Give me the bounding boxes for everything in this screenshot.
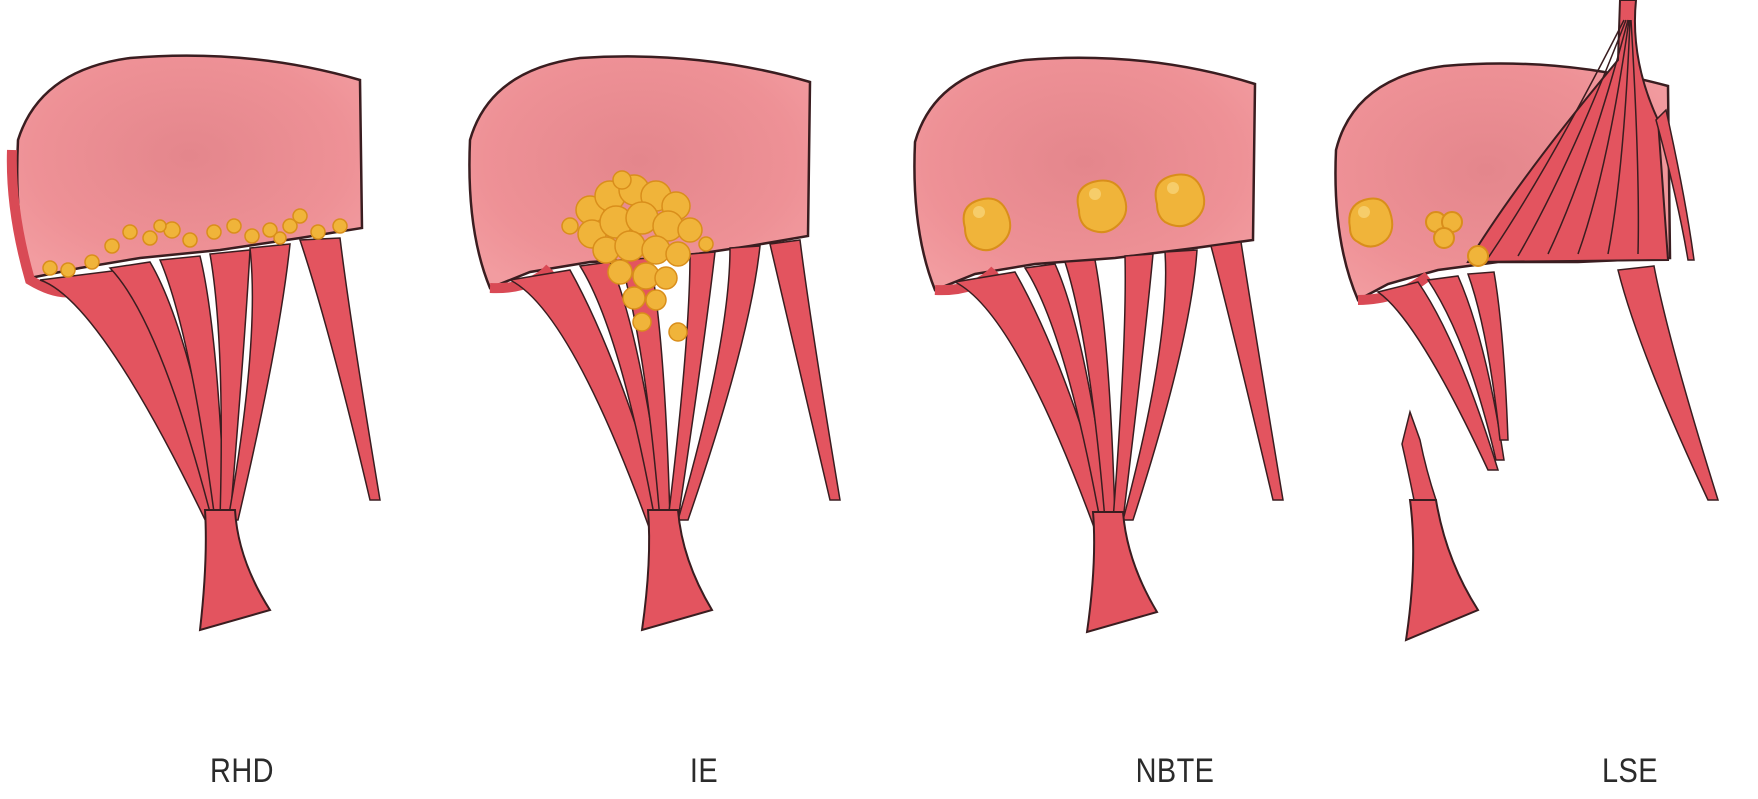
rhd-valve-illustration: [0, 0, 440, 799]
valve-leaflet: [914, 58, 1255, 290]
chordae-tendineae-lower: [1378, 266, 1718, 500]
ie-valve-illustration: [450, 0, 890, 799]
ruptured-chord-stub: [1402, 412, 1436, 500]
panel-nbte: NBTE: [895, 0, 1335, 799]
nbte-valve-illustration: [895, 0, 1335, 799]
papillary-muscle: [642, 510, 712, 630]
papillary-muscle: [1406, 500, 1478, 640]
panel-ie: IE: [450, 0, 890, 799]
vegetation-highlights: [1358, 206, 1370, 218]
label-nbte: NBTE: [1107, 752, 1243, 791]
papillary-muscle: [200, 510, 270, 630]
chordae-tendineae: [955, 242, 1283, 530]
label-ie: IE: [636, 752, 772, 791]
label-rhd: RHD: [174, 752, 310, 791]
chordae-tendineae: [40, 238, 380, 530]
label-lse: LSE: [1562, 752, 1698, 791]
panel-lse: LSE: [1318, 0, 1758, 799]
panel-rhd: RHD: [0, 0, 440, 799]
papillary-muscle: [1087, 512, 1157, 632]
lse-valve-illustration: [1318, 0, 1758, 799]
